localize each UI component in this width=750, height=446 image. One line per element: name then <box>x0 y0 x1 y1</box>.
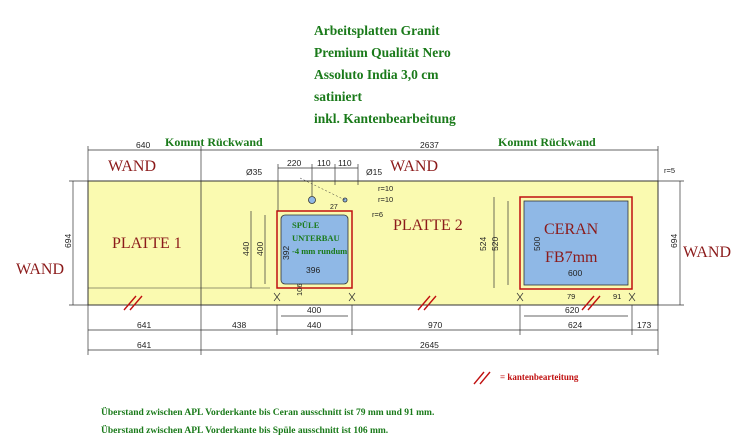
header-line-5: inkl. Kantenbearbeitung <box>314 111 456 126</box>
platte-1-label: PLATTE 1 <box>112 235 182 252</box>
dim-r5: r=5 <box>664 166 675 175</box>
dim-b641: 641 <box>137 320 151 330</box>
ceran-cutout <box>523 200 629 286</box>
dim-27: 27 <box>330 204 338 211</box>
dim-79: 79 <box>567 292 575 301</box>
dim-b438: 438 <box>232 320 246 330</box>
platte-2-label: PLATTE 2 <box>393 217 463 234</box>
header-line-1: Arbeitsplatten Granit <box>314 23 440 38</box>
dim-220: 220 <box>287 158 301 168</box>
tap-hole-15 <box>342 197 348 203</box>
kommt-rueckwand-left: Kommt Rückwand <box>165 135 263 149</box>
dim-r6: r=6 <box>372 210 383 219</box>
dim-b440: 440 <box>307 320 321 330</box>
dim-500: 500 <box>532 237 542 251</box>
dim-620: 620 <box>565 305 579 315</box>
ceran-label-2: FB7mm <box>545 249 598 266</box>
dim-520: 520 <box>490 237 500 251</box>
dim-396: 396 <box>306 265 320 275</box>
dim-524: 524 <box>478 237 488 251</box>
dim-400-v: 400 <box>255 242 265 256</box>
edge-marker-3 <box>581 295 601 311</box>
sink-cutout <box>280 214 349 285</box>
sink-label-2: UNTERBAU <box>292 233 340 243</box>
footer-line-1: Überstand zwischen APL Vorderkante bis C… <box>101 408 435 418</box>
dim-110-a: 110 <box>317 158 331 168</box>
legend-label: = kantenbearteitung <box>500 372 579 382</box>
tap-hole-35 <box>308 196 316 204</box>
dim-2637: 2637 <box>420 140 439 150</box>
wand-left: WAND <box>16 261 64 278</box>
ceran-label-1: CERAN <box>544 221 599 238</box>
dim-r10-b: r=10 <box>378 195 393 204</box>
dim-694-left: 694 <box>63 234 73 248</box>
legend-marker <box>473 371 491 385</box>
dim-b173: 173 <box>637 320 651 330</box>
dim-o35: Ø35 <box>246 167 262 177</box>
header-line-4: satiniert <box>314 89 362 104</box>
sink-label-3: -4 mm rundum <box>292 246 347 256</box>
dim-bb641: 641 <box>137 340 151 350</box>
dim-600: 600 <box>568 268 582 278</box>
dim-110-b: 110 <box>338 158 352 168</box>
dim-440-v: 440 <box>241 242 251 256</box>
dim-bb2645: 2645 <box>420 340 439 350</box>
header-title: Arbeitsplatten Granit Premium Qualität N… <box>314 20 614 130</box>
sink-label-1: SPÜLE <box>292 220 320 230</box>
edge-marker-2 <box>417 295 437 311</box>
dim-106: 106 <box>295 283 304 296</box>
header-line-2: Premium Qualität Nero <box>314 45 451 60</box>
dim-o15: Ø15 <box>366 167 382 177</box>
footer-line-2: Überstand zwischen APL Vorderkante bis S… <box>101 426 389 436</box>
header-line-3: Assoluto India 3,0 cm <box>314 67 439 82</box>
wand-top-left: WAND <box>108 158 156 175</box>
wand-top-mid: WAND <box>390 158 438 175</box>
dim-b970: 970 <box>428 320 442 330</box>
dim-400-h: 400 <box>307 305 321 315</box>
edge-marker-1 <box>123 295 143 311</box>
dim-392-v: 392 <box>281 246 291 260</box>
kommt-rueckwand-right: Kommt Rückwand <box>498 135 596 149</box>
dim-91: 91 <box>613 292 621 301</box>
sink-cutout-outer <box>276 210 353 289</box>
wand-right: WAND <box>683 244 731 261</box>
dim-b624: 624 <box>568 320 582 330</box>
ceran-cutout-outer <box>519 196 633 290</box>
dim-640: 640 <box>136 140 150 150</box>
dim-r10-a: r=10 <box>378 184 393 193</box>
dim-694-right: 694 <box>669 234 679 248</box>
